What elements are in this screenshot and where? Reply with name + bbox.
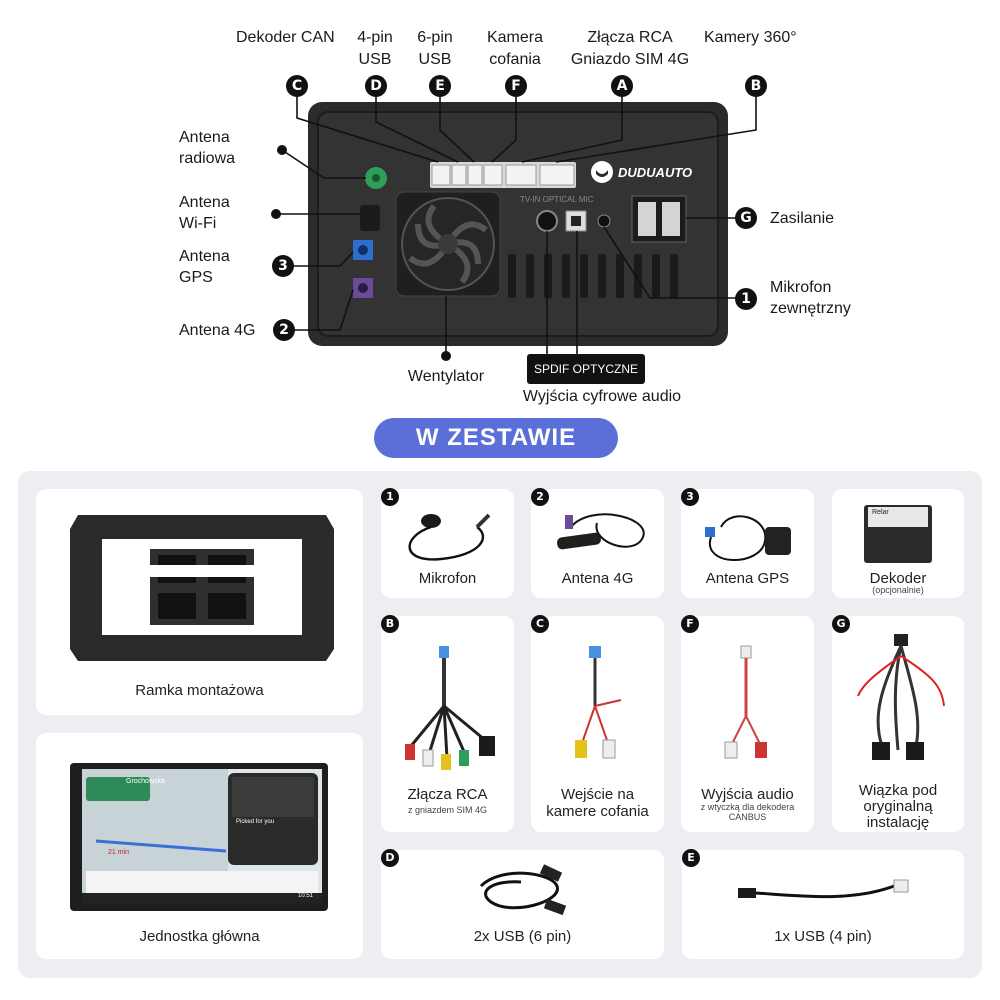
- card-usb6: 2x USB (6 pin): [381, 850, 664, 959]
- card-harness: Wiązka pod oryginalną instalację: [832, 616, 964, 832]
- head-unit-title: Jednostka główna: [139, 928, 260, 945]
- badge-usb6: D: [381, 849, 399, 867]
- screen-street: Grochowska: [126, 778, 165, 785]
- badge-harness: G: [832, 615, 850, 633]
- tv-in-port: [536, 210, 558, 232]
- badge-audio: F: [681, 615, 699, 633]
- card-audio: Wyjścia audio z wtyczką dla dekodera CAN…: [681, 616, 814, 832]
- can-decoder-label: Dekoder CAN: [236, 29, 335, 46]
- usb6-label-line1: 6-pin: [417, 29, 453, 46]
- card-frame: Ramka montażowa: [36, 489, 363, 715]
- harness-title-line3: instalację: [866, 814, 930, 831]
- badge-camera: C: [531, 615, 549, 633]
- screen-clock: 10:51: [298, 893, 314, 899]
- badge-b: B: [745, 75, 767, 97]
- mic-image: [408, 513, 491, 561]
- gps-image: [705, 515, 791, 561]
- card-head-unit: Grochowska 21 min Picked for you 10:51 J…: [36, 733, 363, 959]
- port-print: TV-IN OPTICAL MIC: [520, 195, 594, 204]
- badge-e: E: [429, 75, 451, 97]
- harness-title-line2: oryginalną: [863, 798, 933, 815]
- card-mic: Mikrofon: [381, 489, 514, 598]
- frame-title: Ramka montażowa: [135, 682, 264, 699]
- screen-picked: Picked for you: [236, 819, 275, 825]
- gps-label-line2: GPS: [179, 269, 213, 286]
- camera-label-line1: Kamera: [486, 29, 544, 46]
- spdif-tag: SPDIF OPTYCZNE: [527, 354, 645, 384]
- harness-title-line1: Wiązka pod: [858, 782, 938, 799]
- kit-title: W ZESTAWIE: [374, 418, 618, 458]
- gps-title: Antena GPS: [705, 570, 790, 587]
- usb6-image: [479, 864, 567, 916]
- rca-label-line2: Gniazdo SIM 4G: [570, 51, 690, 68]
- lte-image: [557, 513, 645, 550]
- usb6-title: 2x USB (6 pin): [473, 928, 572, 945]
- audio-sub-line2: CANBUS: [728, 812, 767, 822]
- wifi-label-line2: Wi-Fi: [179, 215, 217, 232]
- badge-d: D: [365, 75, 387, 97]
- decoder-title: Dekoder: [869, 570, 927, 587]
- rca-image: [405, 646, 495, 770]
- badge-g: G: [735, 207, 757, 229]
- badge-lte: 2: [531, 488, 549, 506]
- rca-title: Złącza RCA: [407, 786, 488, 803]
- badge-a: A: [611, 75, 633, 97]
- radio-label-line2: radiowa: [179, 150, 236, 167]
- card-decoder: Relar Dekoder (opcjonalnie): [832, 489, 964, 598]
- audio-title: Wyjścia audio: [701, 786, 794, 803]
- badge-2: 2: [273, 319, 295, 341]
- camera-label-line2: cofania: [489, 51, 541, 68]
- badge-3: 3: [272, 255, 294, 277]
- cam360-label: Kamery 360°: [704, 29, 797, 46]
- badge-f: F: [505, 75, 527, 97]
- audio-sub-line1: z wtyczką dla dekodera: [700, 802, 795, 812]
- card-gps: Antena GPS: [681, 489, 814, 598]
- rca-label-line1: Złącza RCA: [587, 29, 673, 46]
- usb4-image: [738, 879, 909, 899]
- usb6-label-line2: USB: [418, 51, 452, 68]
- unit-rear-view: DUDUAUTO TV-IN OPTICAL MIC: [271, 88, 757, 361]
- audio-image: [724, 645, 767, 759]
- camera-title-line2: kamere cofania: [546, 803, 649, 820]
- frame-image: [70, 515, 334, 661]
- badge-usb4: E: [682, 849, 700, 867]
- badge-gps: 3: [681, 488, 699, 506]
- badge-1: 1: [735, 288, 757, 310]
- screen-eta: 21 min: [108, 849, 130, 856]
- badge-rca: B: [381, 615, 399, 633]
- decoder-sub: (opcjonalnie): [872, 585, 924, 595]
- mic-port: [597, 214, 611, 228]
- brand-logo: DUDUAUTO: [618, 165, 692, 180]
- digital-out-label: Wyjścia cyfrowe audio: [522, 388, 682, 405]
- power-label: Zasilanie: [770, 210, 835, 227]
- mic-label-line1: Mikrofon: [770, 279, 832, 296]
- usb4-label-line1: 4-pin: [357, 29, 393, 46]
- decoder-image: [864, 505, 932, 563]
- mic-label-line2: zewnętrzny: [770, 300, 851, 317]
- mic-title: Mikrofon: [418, 570, 477, 587]
- camera-image: [575, 646, 622, 759]
- card-camera: Wejście na kamere cofania: [531, 616, 664, 832]
- decoder-box-text: Relar: [872, 509, 889, 516]
- badge-c: C: [286, 75, 308, 97]
- wifi-label-line1: Antena: [179, 194, 230, 211]
- rca-sub: z gniazdem SIM 4G: [407, 805, 488, 815]
- radio-label-line1: Antena: [179, 129, 230, 146]
- card-lte: Antena 4G: [531, 489, 664, 598]
- badge-mic: 1: [381, 488, 399, 506]
- head-unit-image: [70, 763, 328, 911]
- usb4-label-line2: USB: [358, 51, 392, 68]
- usb4-title: 1x USB (4 pin): [774, 928, 872, 945]
- lte-label: Antena 4G: [179, 322, 256, 339]
- fan-label: Wentylator: [407, 368, 485, 385]
- wifi-antenna-port: [360, 205, 380, 231]
- gps-label-line1: Antena: [179, 248, 230, 265]
- camera-title-line1: Wejście na: [560, 786, 635, 803]
- card-usb4: 1x USB (4 pin): [682, 850, 964, 959]
- harness-image: [857, 634, 945, 760]
- card-rca: Złącza RCA z gniazdem SIM 4G: [381, 616, 514, 832]
- lte-title: Antena 4G: [561, 570, 634, 587]
